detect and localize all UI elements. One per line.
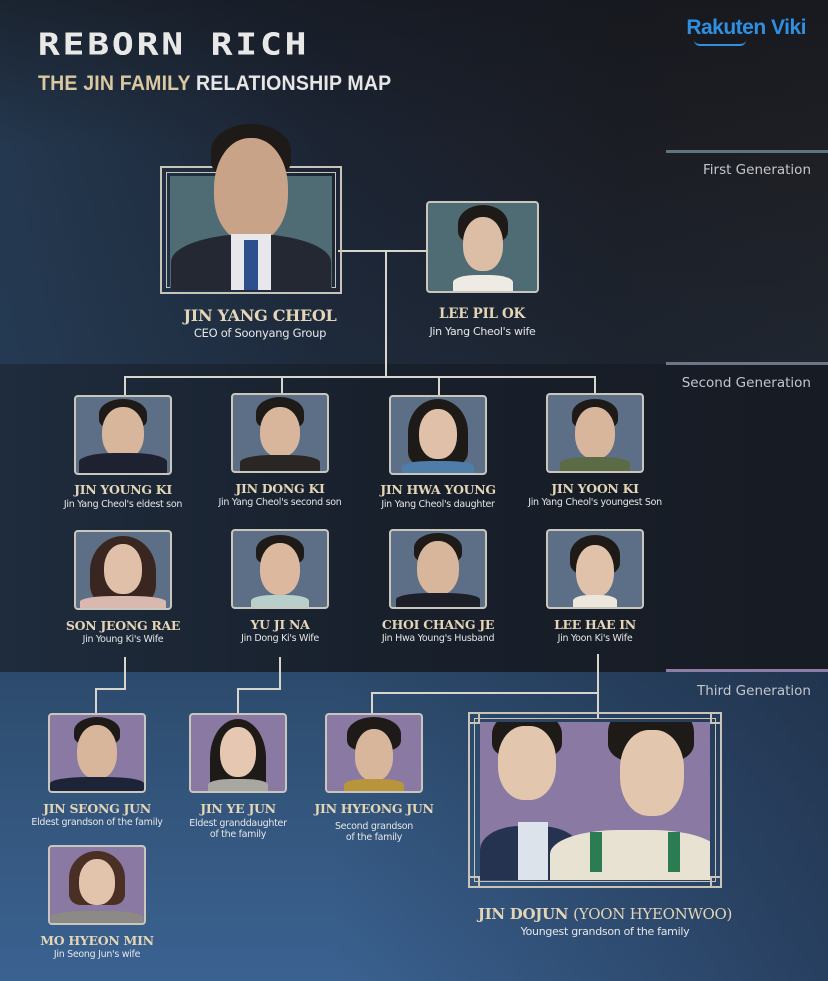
person-name: JIN DOJUN (YOON HYEONWOO) xyxy=(440,905,770,923)
person-name: YU JI NA xyxy=(250,617,310,632)
subtitle-highlight: THE JIN FAMILY xyxy=(38,72,191,95)
first-generation-label: First Generation xyxy=(702,162,811,178)
person-name: LEE HAE IN xyxy=(554,617,636,632)
brand-logo: Rakuten Viki xyxy=(686,16,806,39)
portrait-lee-pil-ok[interactable] xyxy=(426,201,539,293)
person-role: Jin Dong Ki's Wife xyxy=(241,633,319,644)
person-role: Jin Yang Cheol's eldest son xyxy=(63,499,183,510)
portrait-jin-hyeong-jun[interactable] xyxy=(325,713,423,793)
marriage-connector xyxy=(338,250,428,252)
descendant-connector xyxy=(597,654,599,718)
third-generation-label: Third Generation xyxy=(696,683,811,699)
protagonist-alias: (YOON HYEONWOO) xyxy=(573,905,733,923)
person-role: Jin Yang Cheol's youngest Son xyxy=(528,497,662,508)
person-role: Jin Yang Cheol's daughter xyxy=(381,499,495,510)
person-role: Eldest granddaughter xyxy=(189,818,287,829)
person-name: CHOI CHANG JE xyxy=(381,617,495,632)
portrait-jin-yoon-ki[interactable] xyxy=(546,393,644,473)
frame-corner xyxy=(468,712,480,724)
portrait-lee-hae-in[interactable] xyxy=(546,529,644,609)
descendant-connector xyxy=(124,657,126,689)
portrait-mo-hyeon-min[interactable] xyxy=(48,845,146,925)
first-generation-rule xyxy=(666,150,828,153)
child-connector xyxy=(594,376,596,396)
third-generation-rule xyxy=(666,669,828,672)
page-subtitle: THE JIN FAMILY RELATIONSHIP MAP xyxy=(38,72,391,96)
person-name: JIN YE JUN xyxy=(200,801,276,816)
person-role: CEO of Soonyang Group xyxy=(193,326,327,340)
person-role: Jin Young Ki's Wife xyxy=(82,634,164,645)
frame-corner xyxy=(710,712,722,724)
protagonist-name: JIN DOJUN xyxy=(477,905,569,923)
child-connector xyxy=(438,376,440,396)
person-name: MO HYEON MIN xyxy=(40,933,154,948)
frame-corner xyxy=(468,876,480,888)
descendant-connector xyxy=(95,688,97,714)
portrait-jin-dong-ki[interactable] xyxy=(231,393,329,473)
subtitle-rest: RELATIONSHIP MAP xyxy=(195,72,392,95)
ornate-frame xyxy=(468,712,722,888)
sibling-connector xyxy=(124,376,595,378)
portrait-choi-chang-je[interactable] xyxy=(389,529,487,609)
portrait-jin-seong-jun[interactable] xyxy=(48,713,146,793)
portrait-yu-ji-na[interactable] xyxy=(231,529,329,609)
person-role: Second grandson xyxy=(334,821,414,832)
person-role: Jin Yang Cheol's second son xyxy=(218,497,342,508)
person-name: LEE PIL OK xyxy=(439,306,525,322)
person-role: Jin Seong Jun's wife xyxy=(53,949,141,960)
second-generation-label: Second Generation xyxy=(681,375,811,391)
person-role: Jin Hwa Young's Husband xyxy=(381,633,495,644)
descendant-connector xyxy=(95,688,126,690)
person-role: Jin Yang Cheol's wife xyxy=(429,325,536,338)
person-name: JIN YOON KI xyxy=(551,481,639,496)
portrait-jin-young-ki[interactable] xyxy=(74,395,172,475)
person-name: JIN HYEONG JUN xyxy=(314,801,434,816)
descendant-connector xyxy=(371,692,599,694)
person-name: JIN HWA YOUNG xyxy=(380,482,496,497)
person-name: JIN SEONG JUN xyxy=(43,801,151,816)
person-role: Jin Yoon Ki's Wife xyxy=(557,633,633,644)
portrait-jin-ye-jun[interactable] xyxy=(189,713,287,793)
person-name: JIN DONG KI xyxy=(235,481,325,496)
person-name: JIN YOUNG KI xyxy=(74,482,172,497)
child-connector xyxy=(124,376,126,396)
portrait-jin-dojun[interactable] xyxy=(480,722,710,880)
descendant-connector xyxy=(385,250,387,377)
second-generation-rule xyxy=(666,362,828,365)
descendant-connector xyxy=(371,692,373,714)
ornate-frame-inner xyxy=(474,718,716,882)
portrait-jin-yang-cheol[interactable] xyxy=(170,124,332,290)
portrait-son-jeong-rae[interactable] xyxy=(74,530,172,610)
child-connector xyxy=(281,376,283,396)
band-overlay xyxy=(0,0,828,364)
portrait-jin-hwa-young[interactable] xyxy=(389,395,487,475)
person-role: of the family xyxy=(345,832,403,843)
show-title-logo: REBORN RICH xyxy=(38,27,310,62)
descendant-connector xyxy=(279,657,281,689)
person-name: JIN YANG CHEOL xyxy=(183,306,337,325)
descendant-connector xyxy=(237,688,239,714)
person-role: Youngest grandson of the family xyxy=(520,925,690,938)
frame-corner xyxy=(710,876,722,888)
person-role: Eldest grandson of the family xyxy=(31,817,163,828)
show-title: REBORN RICH xyxy=(38,27,310,62)
person-role: of the family xyxy=(209,829,267,840)
brand-smile-icon xyxy=(694,40,746,46)
person-name: SON JEONG RAE xyxy=(65,618,181,633)
descendant-connector xyxy=(237,688,281,690)
